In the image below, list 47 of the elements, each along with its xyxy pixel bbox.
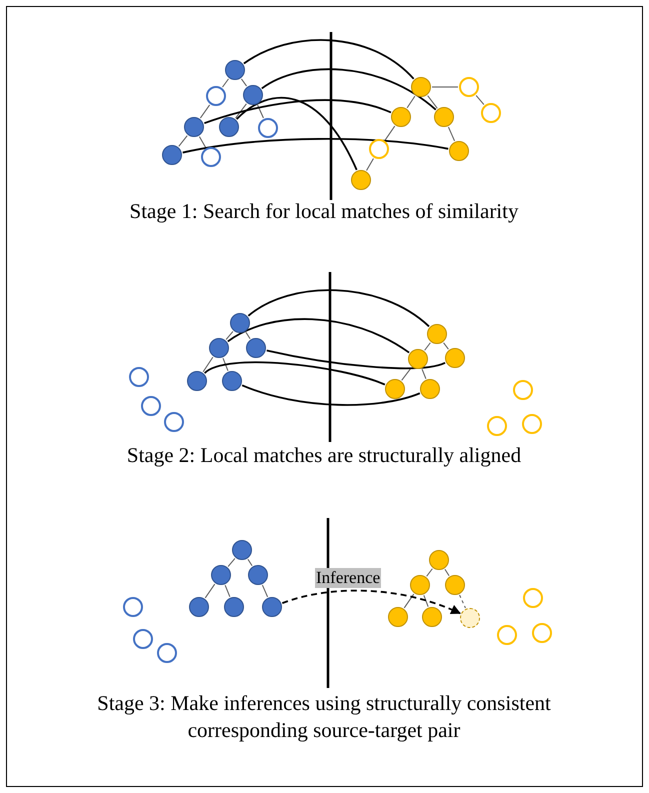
link-line <box>404 594 414 608</box>
link-line <box>224 584 230 598</box>
stage-caption: Stage 1: Search for local matches of similarity <box>128 198 520 225</box>
curved-connector <box>282 590 461 614</box>
link-line <box>426 568 433 577</box>
curved-connector <box>242 384 420 406</box>
link-line <box>443 342 449 350</box>
link-line <box>401 367 412 381</box>
curved-connector <box>261 68 436 110</box>
link-line <box>240 78 248 87</box>
link-line <box>257 104 264 118</box>
edge-label: Inference <box>315 568 382 588</box>
link-line <box>424 342 431 351</box>
curved-connector <box>227 318 410 354</box>
link-line <box>459 594 466 608</box>
link-line <box>226 330 234 340</box>
link-line <box>222 78 229 88</box>
curved-connector <box>236 97 358 170</box>
curved-connector <box>248 289 430 328</box>
link-line <box>444 568 450 576</box>
link-line <box>262 584 268 598</box>
link-line <box>228 558 236 568</box>
link-line <box>200 104 210 119</box>
link-line <box>422 368 426 380</box>
link-line <box>247 558 253 566</box>
link-line <box>245 332 251 340</box>
curved-connector <box>204 361 386 386</box>
link-line <box>406 96 416 108</box>
link-line <box>202 356 214 372</box>
link-line <box>198 136 206 148</box>
link-line <box>222 358 228 372</box>
link-line <box>204 584 216 598</box>
link-line <box>476 94 484 106</box>
link-line <box>235 103 247 119</box>
link-line <box>448 126 456 142</box>
curved-connector <box>204 99 392 124</box>
stage-caption: Stage 2: Local matches are structurally aligned <box>126 442 522 469</box>
link-line <box>384 126 396 140</box>
stage-caption: Stage 3: Make inferences using structurally consistent corresponding source-target pair <box>96 690 552 744</box>
link-line <box>423 594 429 608</box>
link-line <box>432 86 458 88</box>
link-line <box>366 158 374 171</box>
link-line <box>178 135 188 147</box>
link-line <box>427 95 438 109</box>
curved-connector <box>243 39 414 80</box>
curved-connector <box>182 138 448 154</box>
curved-connector <box>266 350 446 370</box>
